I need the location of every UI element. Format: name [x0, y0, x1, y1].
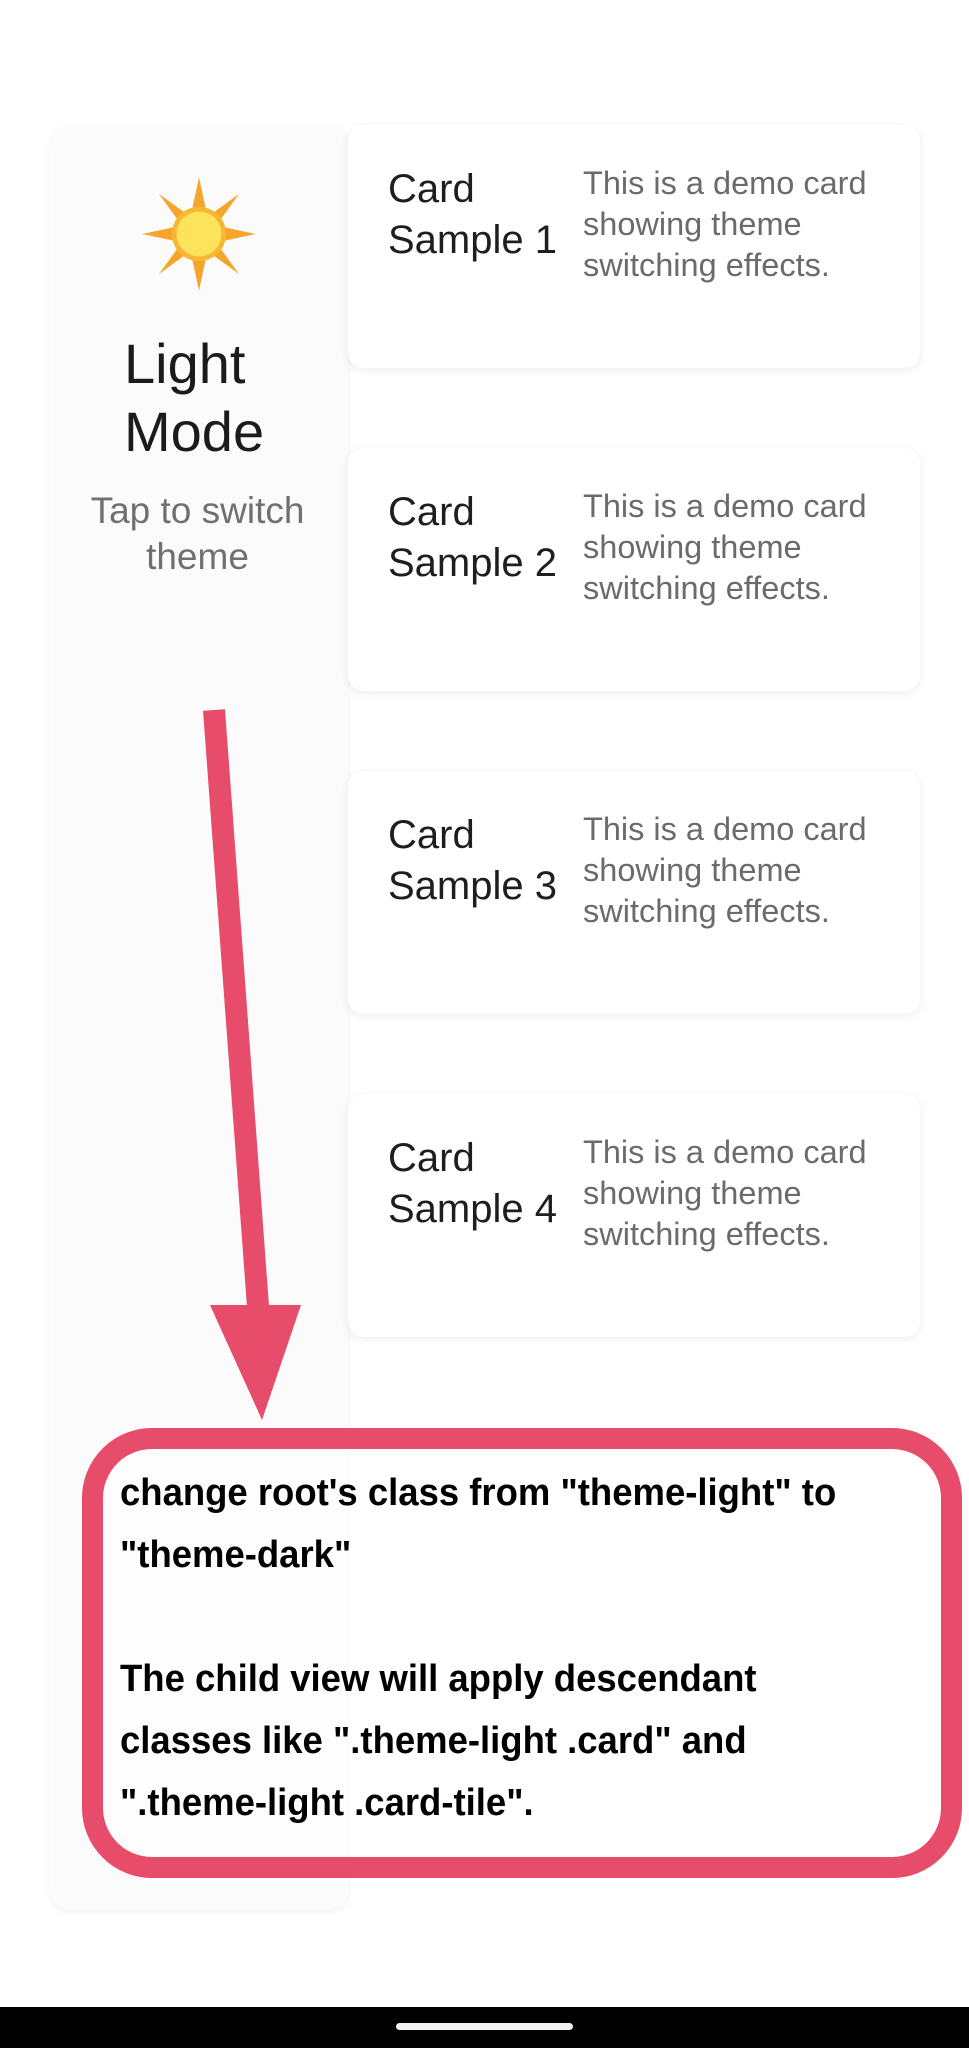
card-title: Card Sample 1: [388, 167, 557, 262]
card-title: Card Sample 3: [388, 813, 557, 908]
annotation-text: change root's class from "theme-light" t…: [120, 1462, 917, 1834]
card-title: Card Sample 2: [388, 490, 557, 585]
annotation-line: The child view will apply descendant: [120, 1658, 757, 1700]
sun-icon: [142, 177, 256, 291]
annotation-line: change root's class from "theme-light" t…: [120, 1472, 837, 1514]
card-sample-3[interactable]: Card Sample 3 This is a demo card showin…: [348, 771, 920, 1014]
card-sample-4[interactable]: Card Sample 4 This is a demo card showin…: [348, 1094, 920, 1337]
card-description: This is a demo card showing theme switch…: [583, 1134, 867, 1252]
annotation-spacer: [120, 1586, 917, 1648]
home-indicator[interactable]: [396, 2023, 573, 2030]
annotation-callout: [82, 1428, 962, 1878]
theme-switch-hint: Tap to switch theme: [90, 490, 305, 577]
system-navigation-bar: [0, 2007, 969, 2048]
annotation-line: "theme-dark": [120, 1534, 352, 1576]
card-description: This is a demo card showing theme switch…: [583, 811, 867, 929]
theme-mode-title: Light Mode: [124, 332, 265, 463]
annotation-line: ".theme-light .card-tile".: [120, 1782, 534, 1824]
card-description: This is a demo card showing theme switch…: [583, 165, 867, 283]
card-title: Card Sample 4: [388, 1136, 557, 1231]
card-sample-1[interactable]: Card Sample 1 This is a demo card showin…: [348, 125, 920, 368]
card-description: This is a demo card showing theme switch…: [583, 488, 867, 606]
annotation-line: classes like ".theme-light .card" and: [120, 1720, 747, 1762]
card-sample-2[interactable]: Card Sample 2 This is a demo card showin…: [348, 448, 920, 691]
